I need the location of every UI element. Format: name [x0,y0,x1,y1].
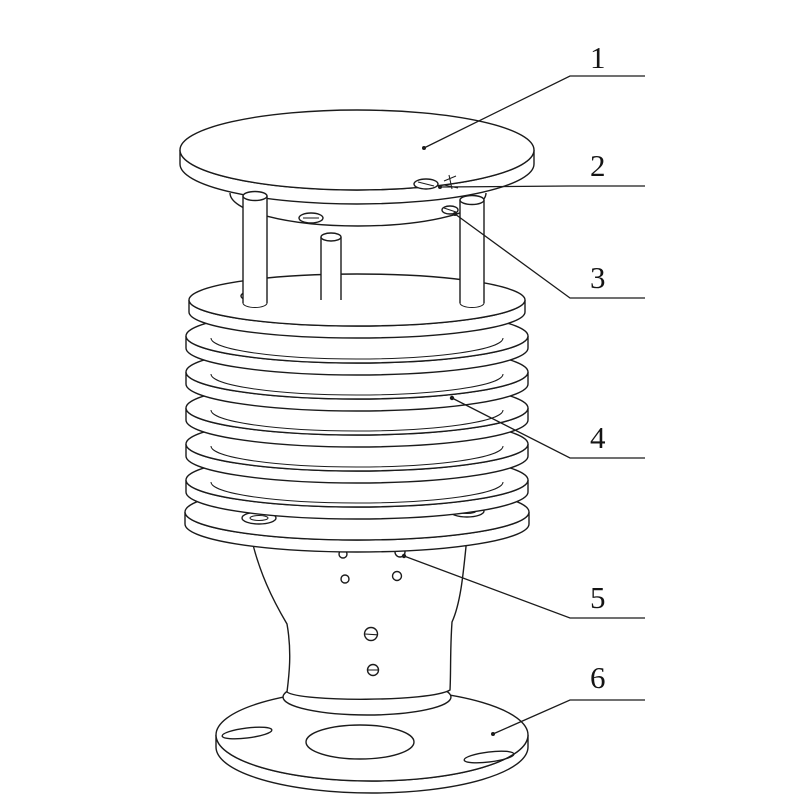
cap-screw-left [298,212,324,224]
top-cap [179,109,535,227]
cone-screws [363,626,380,677]
callout-3-leader [454,213,645,299]
support-posts [242,190,485,309]
callout-5-leader [403,555,645,619]
base-center-hole [305,724,415,760]
base-slot-left [221,726,273,740]
support-post-right [459,194,485,309]
callout-1-leader [423,75,645,149]
cone-body [248,522,469,700]
callout-2-label: 2 [590,148,606,183]
base-plate [215,688,529,794]
vent-hole [340,574,350,584]
support-post-left [242,190,268,309]
top-cap-face [179,109,535,191]
cone-outline [248,525,469,700]
callout-1-label: 1 [590,40,606,75]
callout-5-label: 5 [590,580,606,615]
callout-2-leader [439,185,645,188]
plate-screw-right [441,205,459,215]
vent-hole [391,570,403,582]
cone-screw-lower [366,663,380,677]
cone-screw-upper [363,626,379,642]
louver-stack [184,273,530,553]
callout-4-label: 4 [590,420,606,455]
base-slot-right [463,750,515,764]
callout-3-label: 3 [590,260,606,295]
callout-6-leader [492,699,645,735]
stack-top-plate [188,273,526,339]
callout-6-label: 6 [590,660,606,695]
callout-4-leader [451,397,645,459]
cap-screw-right [413,178,439,190]
support-post-middle [320,232,342,300]
callout-leaders [401,75,645,736]
